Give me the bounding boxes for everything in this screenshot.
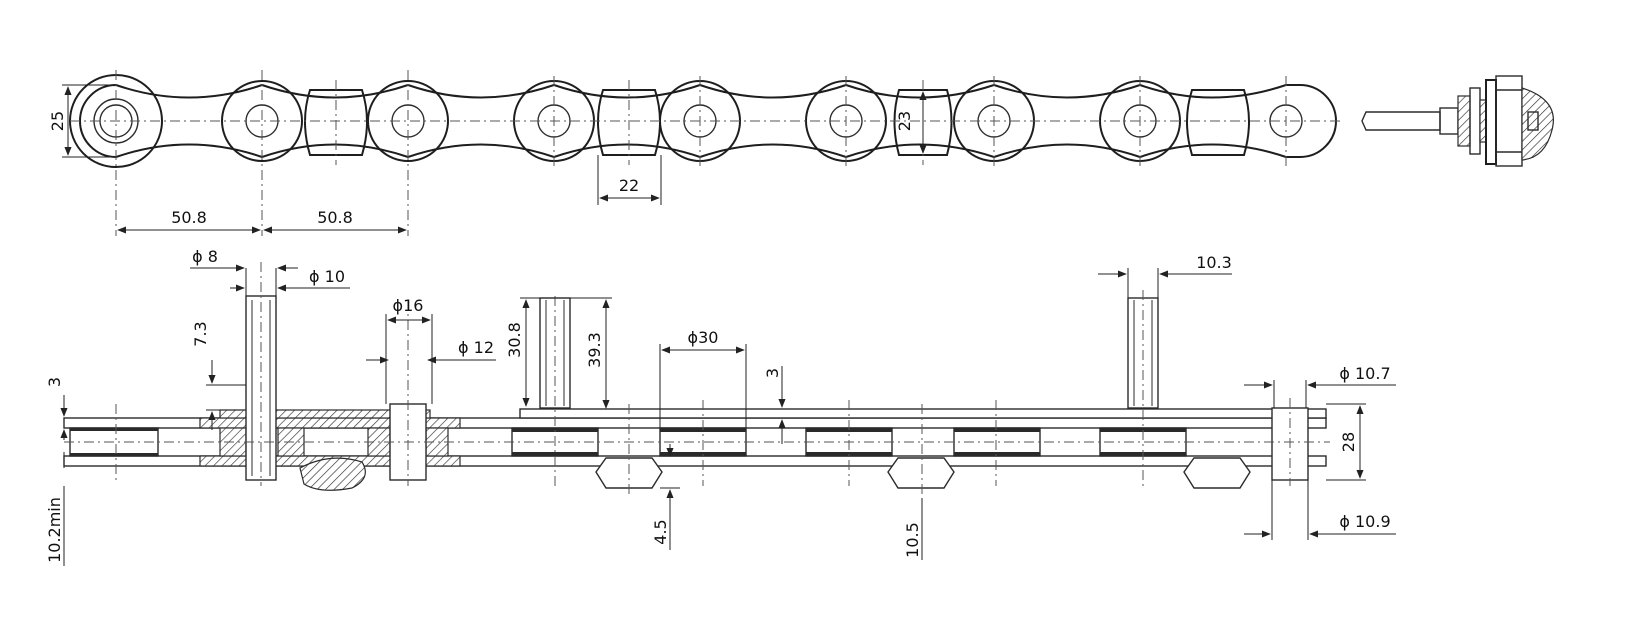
dim-label-4-5: 4.5 — [651, 519, 670, 544]
roller — [221, 80, 303, 162]
dim-label-d10-9: ϕ 10.9 — [1339, 512, 1390, 531]
barrel-block — [304, 89, 368, 156]
dim-label-d10: ϕ 10 — [309, 267, 345, 286]
roller — [367, 80, 449, 162]
barrel-block — [597, 89, 661, 156]
dim-label-d10-7: ϕ 10.7 — [1339, 364, 1390, 383]
vertical-centre-lines — [115, 70, 1287, 236]
upper-attachment-plate — [519, 408, 1327, 419]
dim-label-d30: ϕ30 — [688, 328, 719, 347]
dim-label-25: 25 — [48, 111, 67, 131]
dim-label-30-8: 30.8 — [505, 322, 524, 358]
dim-label-10-3: 10.3 — [1196, 253, 1232, 272]
side-view: ϕ 8 ϕ 10 7.3 3 10.2min ϕ16 ϕ 12 30.8 39.… — [45, 247, 1396, 566]
section-left — [199, 409, 461, 491]
dim-label-39-3: 39.3 — [585, 332, 604, 368]
barrel-blocks — [304, 89, 1250, 156]
dim-label-pitch-a: 50.8 — [171, 208, 207, 227]
dim-label-d12: ϕ 12 — [458, 338, 494, 357]
side-section-view — [1361, 75, 1554, 167]
dim-label-23: 23 — [895, 111, 914, 131]
top-view: 25 50.8 50.8 22 23 — [48, 70, 1554, 236]
dim-label-d8: ϕ 8 — [192, 247, 218, 266]
dim-label-7-3: 7.3 — [191, 321, 210, 346]
barrel-block — [893, 89, 953, 156]
dim-label-3-left: 3 — [45, 377, 64, 387]
dim-label-pitch-b: 50.8 — [317, 208, 353, 227]
side-centre-lines — [64, 262, 1330, 494]
dim-label-10-5: 10.5 — [903, 522, 922, 558]
dim-label-28: 28 — [1339, 432, 1358, 452]
dim-label-3-mid: 3 — [763, 368, 782, 378]
dim-label-22: 22 — [619, 176, 639, 195]
barrel-block — [1186, 89, 1250, 156]
plate-outline — [79, 83, 1337, 159]
side-blocks — [595, 457, 1251, 489]
dim-label-10-2min: 10.2min — [45, 497, 64, 563]
dim-label-d16: ϕ16 — [393, 296, 424, 315]
